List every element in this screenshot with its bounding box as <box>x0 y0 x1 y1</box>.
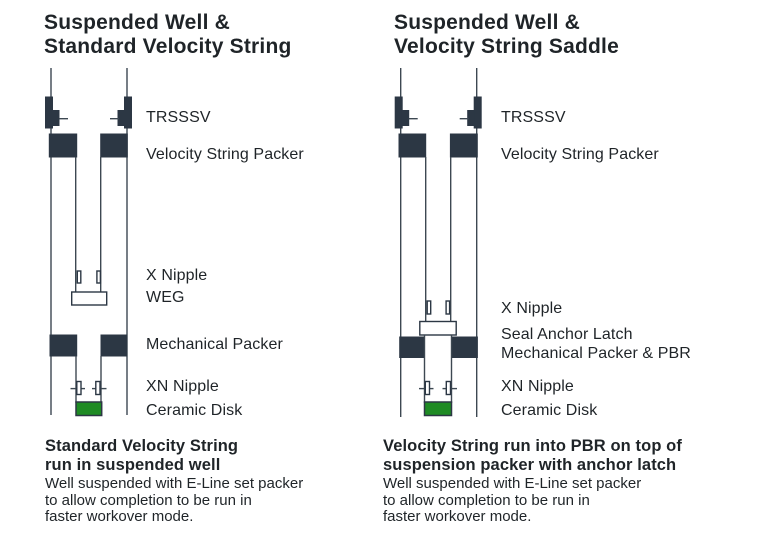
xn-nipple-marker-right <box>442 380 457 396</box>
left-label-trsssv: TRSSSV <box>146 109 211 126</box>
right-label-xn-nipple: XN Nipple <box>501 378 574 395</box>
xn-nipple-marker-left <box>419 380 434 396</box>
right-label-velocity-string-packer: Velocity String Packer <box>501 146 659 163</box>
left-label-mechanical-packer: Mechanical Packer <box>146 336 283 353</box>
trsssv-marker-left <box>45 96 68 129</box>
ceramic-disk <box>423 401 453 417</box>
mechanical-packer-block-right <box>100 334 128 357</box>
seal-anchor-latch-saddle <box>419 320 457 336</box>
trsssv-marker-right <box>459 96 482 129</box>
right-panel-title: Suspended Well & Velocity String Saddle <box>394 11 619 58</box>
velocity-string-packer-block-right <box>449 133 478 158</box>
left-panel-title: Suspended Well & Standard Velocity Strin… <box>44 11 292 58</box>
velocity-string-packer-block-left <box>48 133 78 158</box>
right-label-mechanical-packer-pbr: Mechanical Packer & PBR <box>501 345 691 362</box>
left-caption-title: Standard Velocity String run in suspende… <box>45 437 239 474</box>
xn-nipple-marker-left <box>70 380 85 396</box>
x-nipple-marker-right <box>96 270 102 284</box>
left-label-weg: WEG <box>146 289 185 306</box>
left-label-velocity-string-packer: Velocity String Packer <box>146 146 304 163</box>
right-label-ceramic-disk: Ceramic Disk <box>501 402 598 419</box>
left-label-x-nipple: X Nipple <box>146 267 208 284</box>
trsssv-marker-right <box>110 96 132 129</box>
left-well-diagram <box>45 68 132 417</box>
velocity-string-packer-block-right <box>100 133 128 158</box>
ceramic-disk <box>75 401 103 417</box>
mechanical-packer-block-left <box>49 334 78 357</box>
velocity-string-packer-block-left <box>398 133 427 158</box>
left-label-ceramic-disk: Ceramic Disk <box>146 402 243 419</box>
x-nipple-marker-right <box>445 300 451 315</box>
right-label-x-nipple: X Nipple <box>501 300 563 317</box>
mechanical-packer-block-left <box>399 336 426 358</box>
right-caption-title: Velocity String run into PBR on top of s… <box>383 437 682 474</box>
right-well-diagram <box>394 68 482 417</box>
right-caption-body: Well suspended with E-Line set packer to… <box>383 475 642 525</box>
trsssv-marker-left <box>394 96 418 129</box>
left-label-xn-nipple: XN Nipple <box>146 378 219 395</box>
right-label-trsssv: TRSSSV <box>501 109 566 126</box>
left-caption-body: Well suspended with E-Line set packer to… <box>45 475 304 525</box>
x-nipple-marker-left <box>76 270 82 284</box>
x-nipple-marker-left <box>426 300 432 315</box>
mechanical-packer-block-right <box>451 336 478 358</box>
xn-nipple-marker-right <box>92 380 107 396</box>
right-label-seal-anchor-latch: Seal Anchor Latch <box>501 326 633 343</box>
weg-marker <box>70 291 108 306</box>
